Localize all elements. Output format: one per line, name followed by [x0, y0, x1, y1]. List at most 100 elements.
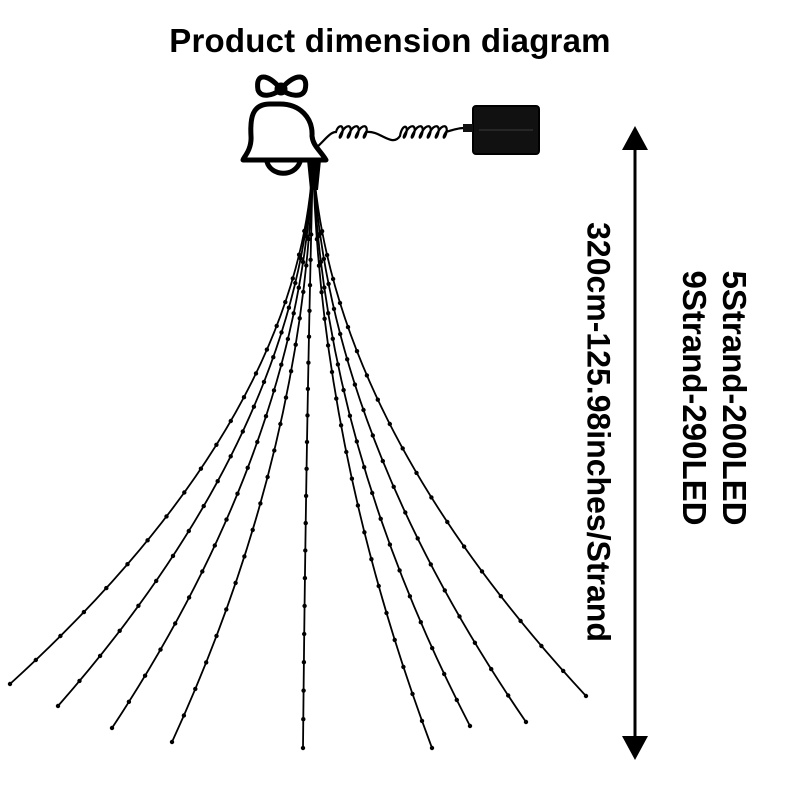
led-bulb: [442, 671, 447, 677]
led-bulb: [303, 520, 308, 526]
led-bulb: [302, 603, 307, 609]
led-bulb: [321, 256, 327, 262]
led-bulb: [204, 660, 209, 665]
led-bulb: [301, 289, 306, 295]
led-bulb: [290, 276, 295, 281]
led-bulb: [334, 396, 339, 401]
light-strand-1: [9, 159, 314, 685]
light-strand-4: [171, 159, 314, 743]
led-bulb: [283, 395, 289, 400]
led-bulb: [201, 503, 206, 509]
led-bulb: [539, 643, 544, 649]
led-bulb: [109, 725, 115, 731]
light-strand-6: [312, 159, 433, 749]
led-bulb: [170, 553, 176, 559]
led-bulb: [215, 479, 220, 484]
led-bulb: [293, 342, 298, 347]
light-strands: [7, 150, 589, 751]
led-bulb: [561, 668, 566, 674]
led-bulb: [241, 395, 247, 400]
led-bulb: [212, 543, 217, 548]
led-bulb: [479, 569, 485, 574]
led-bulb: [251, 404, 257, 409]
led-bulb: [233, 580, 238, 586]
led-count-label: 5Strand-200LED 9Strand-290LED: [674, 271, 754, 526]
led-bulb: [293, 280, 298, 286]
led-bulb: [302, 631, 307, 637]
led-bulb: [271, 355, 276, 360]
led-bulb: [326, 311, 331, 316]
led-bulb: [457, 614, 462, 619]
led-bulb: [255, 439, 260, 445]
led-bulb: [335, 362, 341, 367]
led-bulb: [258, 501, 263, 506]
led-bulb: [300, 745, 306, 751]
led-bulb: [322, 316, 327, 321]
led-bulb: [362, 465, 367, 470]
led-bulb: [77, 678, 82, 684]
led-bulb: [489, 666, 494, 672]
led-bulb: [467, 723, 473, 729]
led-bulb: [261, 379, 267, 385]
light-strand-2: [57, 159, 314, 707]
bow-icon: [255, 74, 309, 98]
led-bulb: [338, 331, 343, 337]
led-bulb: [403, 510, 408, 515]
led-bulb: [349, 476, 355, 481]
led-bulb: [145, 538, 150, 543]
led-bulb: [307, 308, 312, 313]
led-bulb: [319, 229, 325, 234]
led-bulb: [285, 336, 291, 342]
led-bulb: [303, 548, 308, 553]
led-bulb: [58, 633, 63, 639]
led-bulb: [304, 263, 309, 268]
led-bulb: [364, 373, 370, 378]
led-bulb: [461, 544, 467, 549]
led-bulb: [331, 306, 337, 312]
led-bulb: [235, 491, 240, 496]
led-bulb: [391, 484, 396, 489]
bell-icon: [240, 101, 329, 176]
led-bulb: [286, 305, 292, 310]
led-bulb: [306, 236, 311, 242]
led-bulb: [304, 439, 310, 445]
led-bulb: [361, 407, 366, 413]
coiled-cable-icon: [315, 125, 465, 149]
led-bulb: [169, 739, 175, 745]
led-bulb: [271, 388, 277, 393]
led-bulb: [387, 542, 393, 547]
led-bulb: [240, 429, 245, 434]
led-bulb: [369, 557, 374, 562]
led-bulb: [387, 421, 392, 427]
led-bulb: [245, 465, 250, 470]
led-bulb: [445, 519, 450, 525]
led-bulb: [117, 628, 122, 633]
led-bulb: [301, 660, 307, 665]
led-bulb: [126, 699, 132, 704]
led-bulb: [498, 594, 503, 599]
led-bulb: [291, 311, 296, 316]
led-bulb: [429, 745, 435, 751]
led-bulb: [326, 281, 331, 287]
led-bulb: [272, 448, 277, 453]
led-bulb: [224, 607, 229, 612]
led-bulb: [380, 458, 385, 464]
led-bulb: [442, 588, 447, 593]
led-bulb: [345, 324, 351, 330]
led-bulb: [400, 446, 405, 451]
led-bulb: [303, 493, 309, 499]
led-bulb: [410, 691, 415, 697]
led-bulb: [347, 413, 353, 418]
led-bulb: [352, 382, 358, 387]
led-bulb: [300, 259, 306, 265]
led-bulb: [414, 470, 419, 476]
led-bulb: [302, 575, 308, 581]
led-bulb: [378, 516, 383, 521]
led-bulb: [428, 562, 433, 567]
led-bulb: [154, 578, 159, 584]
led-bulb: [430, 645, 435, 651]
led-bulb: [344, 449, 349, 455]
double-arrow-icon: [622, 126, 648, 760]
led-bulb: [370, 433, 375, 438]
